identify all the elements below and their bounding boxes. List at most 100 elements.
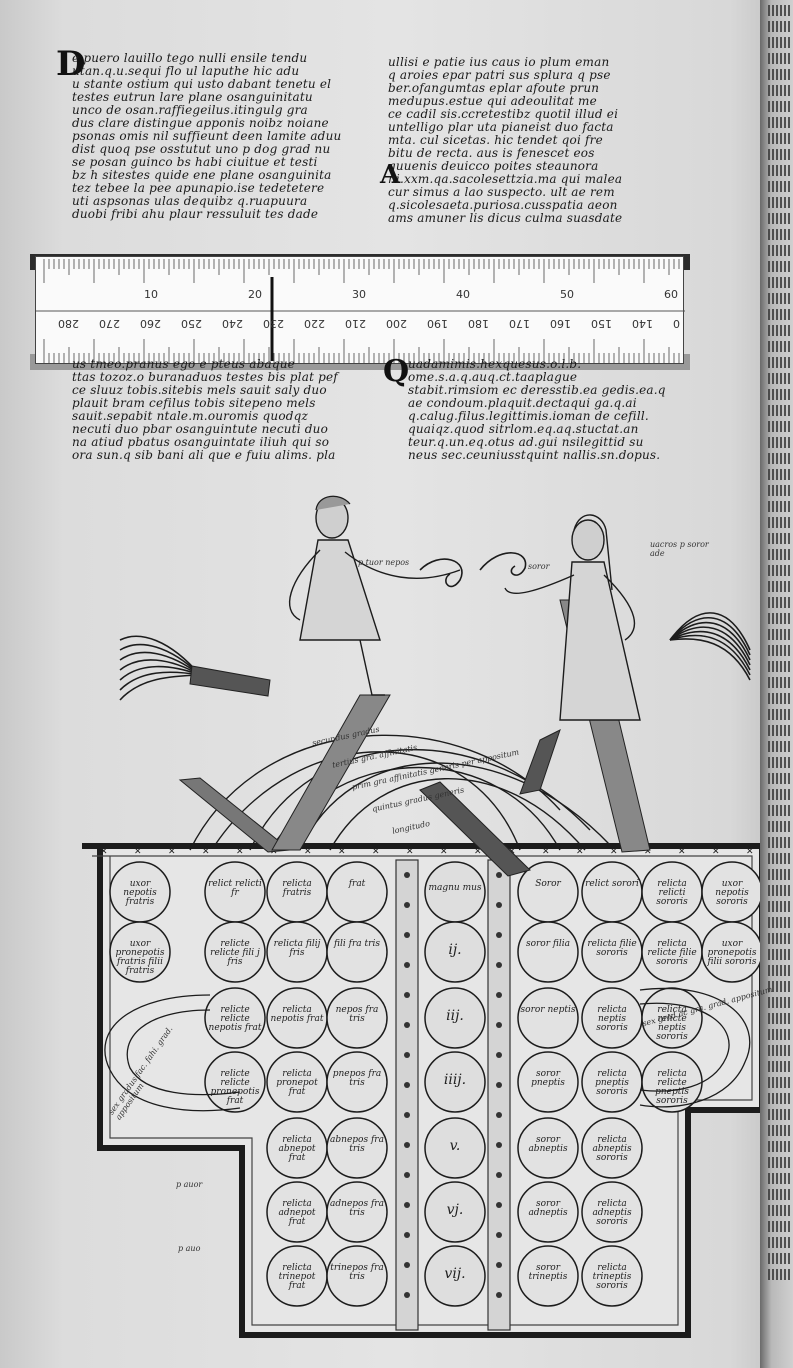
ruler-ticks — [36, 259, 685, 363]
kin-circle — [581, 1117, 643, 1179]
left-column-bottom-line: ttas tozoz.o buranaduos testes bis plat … — [72, 370, 338, 384]
margin-text-stroke — [768, 677, 791, 688]
ruler-top-label: 50 — [560, 288, 574, 301]
right-column-bottom-line: q.calug.filus.legittimis.ioman de cefill… — [408, 409, 649, 423]
ruler-top-label: 10 — [144, 288, 158, 301]
kin-circle-label: relict relicti fr — [208, 879, 262, 898]
female-arm-right — [603, 574, 636, 641]
border-ornament: ✕ — [678, 847, 686, 857]
female-figure — [504, 514, 641, 721]
ornament-dot — [496, 902, 502, 908]
margin-text-stroke — [768, 21, 791, 32]
kin-circle-label: relicte relicte nepotis frat — [208, 1005, 262, 1033]
ornament-dot — [404, 1262, 410, 1268]
kin-circle — [109, 921, 171, 983]
lineage-band-man — [271, 694, 391, 851]
kin-circle-label: relicta pneptis sororis — [595, 1069, 629, 1097]
margin-text-stroke — [768, 1189, 791, 1200]
ornament-dot — [404, 1232, 410, 1238]
ruler-bottom-label: 140 — [632, 317, 653, 330]
male-figure-label: p tuor nepos — [358, 558, 410, 567]
ruler-bottom-label: 210 — [345, 317, 366, 330]
right-column-bottom-line: neus sec.ceuniusstquint nallis.sn.dopus. — [408, 448, 661, 462]
right-column-bottom-line: stabit.rimsiom ec deresstib.ea gedis.ea.… — [408, 383, 666, 397]
margin-text-stroke — [768, 197, 791, 208]
degree-numeral: vij. — [444, 1266, 466, 1282]
ornament-dot — [496, 962, 502, 968]
left-column-top-line: psonas omis nil suffieunt deen lamite ad… — [72, 129, 342, 143]
kin-circle-label: relicta relicte pneptis sororis — [655, 1069, 689, 1106]
border-ornament: ✕ — [100, 847, 108, 857]
fan-rib — [119, 659, 201, 676]
margin-text-stroke — [768, 293, 791, 304]
margin-text-stroke — [768, 405, 791, 416]
left-loop-inner — [126, 1009, 241, 1096]
ruler-top-label: 20 — [248, 288, 262, 301]
diagram-frame-inner — [92, 855, 753, 1326]
ornament-dot — [404, 1202, 410, 1208]
right-column-bottom-line: uadamimis.hexquesus.o.l.b. — [408, 358, 582, 371]
margin-text-stroke — [768, 805, 791, 816]
right-column-top-line: ullisi e patie ius caus io plum eman — [388, 56, 610, 69]
kin-circle-label: relicta adnepot frat — [278, 1199, 316, 1227]
left-column-top-line: bz h sitestes quide ene plane osanguinit… — [72, 168, 332, 182]
ruler-bottom-label: 190 — [427, 317, 448, 330]
ruler-bottom-label: 220 — [304, 317, 325, 330]
ornament-dot — [496, 1142, 502, 1148]
ornament-dot — [496, 1052, 502, 1058]
degree-numeral: iij. — [446, 1008, 464, 1024]
kin-circle-label: relicta trinepot frat — [278, 1263, 316, 1291]
margin-text-stroke — [768, 613, 791, 624]
ornament-dot — [404, 1022, 410, 1028]
right-column-top-line: quuenis deuicco poites steaunora — [388, 159, 599, 173]
kin-circle-label: relicta relicti sororis — [656, 879, 688, 907]
ornament-dot — [404, 872, 410, 878]
ornament-dot — [404, 1082, 410, 1088]
ornament-dot — [404, 1112, 410, 1118]
dropcap-right-a: A — [380, 160, 401, 190]
left-column-top-line: testes eutrun lare plane osanguinitatu — [72, 90, 313, 104]
fan-rib — [669, 612, 751, 651]
margin-text-stroke — [768, 1141, 791, 1152]
fan-rib — [669, 617, 751, 656]
margin-text-stroke — [768, 949, 791, 960]
kin-circle-label: relicta adneptis sororis — [592, 1199, 632, 1227]
ruler-bottom-label: 280 — [58, 317, 79, 330]
left-column-top-line: duobi fribi ahu plaur ressuluit tes dade — [72, 207, 319, 221]
kin-circle — [326, 1117, 388, 1179]
margin-text-stroke — [768, 389, 791, 400]
ruler-bottom-label: 0 — [673, 317, 680, 330]
male-body — [299, 539, 381, 641]
ornament-column — [395, 859, 419, 1331]
margin-text-stroke — [768, 997, 791, 1008]
margin-text-stroke — [768, 581, 791, 592]
degree-numeral: v. — [449, 1138, 461, 1154]
margin-text-stroke — [768, 485, 791, 496]
foot-label-1: p auor — [176, 1180, 203, 1189]
kin-circle-label: soror filia — [525, 939, 571, 949]
right-loop-inner — [639, 1002, 730, 1092]
margin-text-stroke — [768, 85, 791, 96]
kin-circle — [204, 921, 266, 983]
left-fan-band — [189, 665, 271, 697]
border-ornament: ✕ — [576, 847, 584, 857]
margin-text-stroke — [768, 549, 791, 560]
kin-circle-label: frat — [348, 879, 366, 889]
ornament-dot — [404, 1172, 410, 1178]
right-loop-outer — [639, 987, 751, 1108]
female-arm-left — [504, 574, 575, 595]
female-body — [559, 561, 641, 721]
ornament-column — [487, 859, 511, 1331]
left-column-top-line: unco de osan.raffiegeilus.itingulg gra — [72, 103, 308, 117]
degree-numeral: iiij. — [443, 1072, 467, 1088]
kin-circle-label: relicta filie sororis — [587, 939, 637, 958]
kin-circle — [326, 921, 388, 983]
ruler-bottom-label: 260 — [140, 317, 161, 330]
margin-text-stroke — [768, 149, 791, 160]
ornament-dot — [496, 872, 502, 878]
margin-text-stroke — [768, 325, 791, 336]
ornament-dot — [404, 1292, 410, 1298]
margin-text-stroke — [768, 869, 791, 880]
kin-circle-label: uxor nepotis sororis — [715, 879, 749, 907]
